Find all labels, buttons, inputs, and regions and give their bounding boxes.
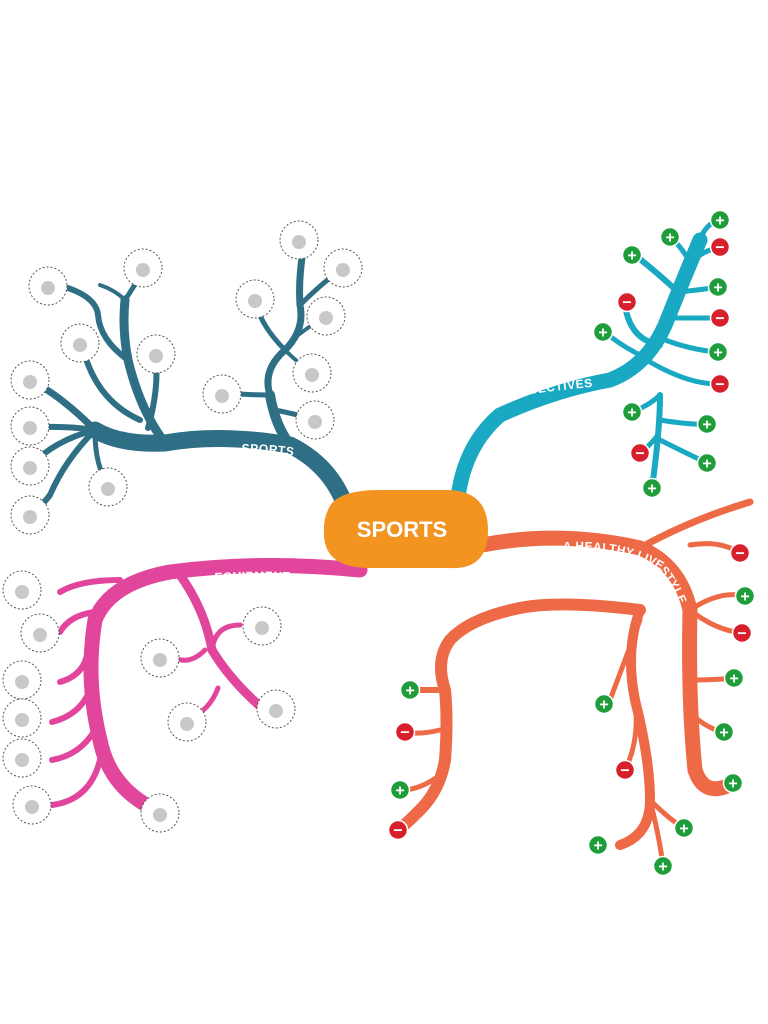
plus-symbol: +	[598, 325, 607, 342]
plus-symbol: +	[702, 456, 711, 473]
plus-icon: +	[592, 321, 614, 343]
ice-hockey-icon	[10, 495, 50, 535]
plus-symbol: +	[627, 405, 636, 422]
net-ball-icon	[256, 689, 296, 729]
plus-icon: +	[707, 341, 729, 363]
jersey-icon	[140, 793, 180, 833]
skiing-icon	[10, 446, 50, 486]
hockey-puck-icon	[2, 570, 42, 610]
cyclist-icon	[28, 266, 68, 306]
minus-icon: −	[709, 373, 731, 395]
plus-icon: +	[707, 276, 729, 298]
plus-icon: +	[723, 667, 745, 689]
plus-symbol: +	[627, 248, 636, 265]
minus-symbol: −	[400, 725, 409, 742]
skateboarding-icon	[10, 360, 50, 400]
plus-icon: +	[696, 413, 718, 435]
helmet-icon	[2, 738, 42, 778]
branch-adjectives	[450, 217, 723, 505]
minus-icon: −	[709, 236, 731, 258]
plus-symbol: +	[715, 213, 724, 230]
plus-symbol: +	[728, 776, 737, 793]
plus-symbol: +	[647, 481, 656, 498]
plus-icon: +	[587, 834, 609, 856]
table-tennis-icon	[136, 334, 176, 374]
plus-icon: +	[652, 855, 674, 877]
branch-sports	[26, 236, 354, 518]
plus-symbol: +	[713, 345, 722, 362]
plus-symbol: +	[719, 725, 728, 742]
plus-symbol: +	[599, 697, 608, 714]
plus-icon: +	[593, 693, 615, 715]
tennis-icon	[279, 220, 319, 260]
plus-symbol: +	[729, 671, 738, 688]
minus-icon: −	[616, 291, 638, 313]
baseball-bat-icon	[20, 613, 60, 653]
plus-icon: +	[641, 477, 663, 499]
basketball-icon	[292, 353, 332, 393]
plus-symbol: +	[665, 230, 674, 247]
minus-icon: −	[729, 542, 751, 564]
minus-icon: −	[731, 622, 753, 644]
weightlifting-icon	[60, 323, 100, 363]
boxing-kid-icon	[2, 660, 42, 700]
plus-symbol: +	[658, 859, 667, 876]
minus-symbol: −	[715, 240, 724, 257]
plus-icon: +	[722, 772, 744, 794]
minus-icon: −	[394, 721, 416, 743]
plus-icon: +	[659, 226, 681, 248]
hockey-stick-icon	[167, 702, 207, 742]
plus-symbol: +	[702, 417, 711, 434]
plus-symbol: +	[593, 838, 602, 855]
golf-icon	[306, 296, 346, 336]
minus-symbol: −	[715, 377, 724, 394]
sprinter-icon	[88, 467, 128, 507]
plus-icon: +	[696, 452, 718, 474]
volleyball-icon	[323, 248, 363, 288]
center-title: SPORTS	[357, 517, 447, 542]
equipment-branch-label: EQUIPMENT	[214, 569, 291, 584]
plus-symbol: +	[740, 589, 749, 606]
plus-symbol: +	[679, 821, 688, 838]
plus-symbol: +	[713, 280, 722, 297]
minus-symbol: −	[735, 546, 744, 563]
baseball-glove-icon	[2, 698, 42, 738]
sneakers-icon	[140, 638, 180, 678]
plus-symbol: +	[395, 783, 404, 800]
parkour-icon	[202, 374, 242, 414]
minus-symbol: −	[737, 626, 746, 643]
dancer-icon	[10, 406, 50, 446]
plus-icon: +	[621, 244, 643, 266]
minus-symbol: −	[715, 311, 724, 328]
skating-icon	[295, 400, 335, 440]
minus-symbol: −	[635, 446, 644, 463]
plus-icon: +	[734, 585, 756, 607]
plus-icon: +	[399, 679, 421, 701]
minus-icon: −	[629, 442, 651, 464]
minus-symbol: −	[622, 295, 631, 312]
plus-icon: +	[709, 209, 731, 231]
plus-icon: +	[673, 817, 695, 839]
trampoline-icon	[123, 248, 163, 288]
minus-icon: −	[387, 819, 409, 841]
minus-icon: −	[709, 307, 731, 329]
minus-symbol: −	[620, 763, 629, 780]
plus-icon: +	[713, 721, 735, 743]
plus-icon: +	[389, 779, 411, 801]
minus-symbol: −	[393, 823, 402, 840]
center-node: SPORTS	[323, 490, 488, 569]
sports-branch-label: SPORTS	[242, 441, 296, 459]
badminton-racket-icon	[12, 785, 52, 825]
branch-equipment	[49, 557, 368, 820]
minus-icon: −	[614, 759, 636, 781]
gymnastics-icon	[235, 279, 275, 319]
plus-symbol: +	[405, 683, 414, 700]
plus-icon: +	[621, 401, 643, 423]
goal-icon	[242, 606, 282, 646]
